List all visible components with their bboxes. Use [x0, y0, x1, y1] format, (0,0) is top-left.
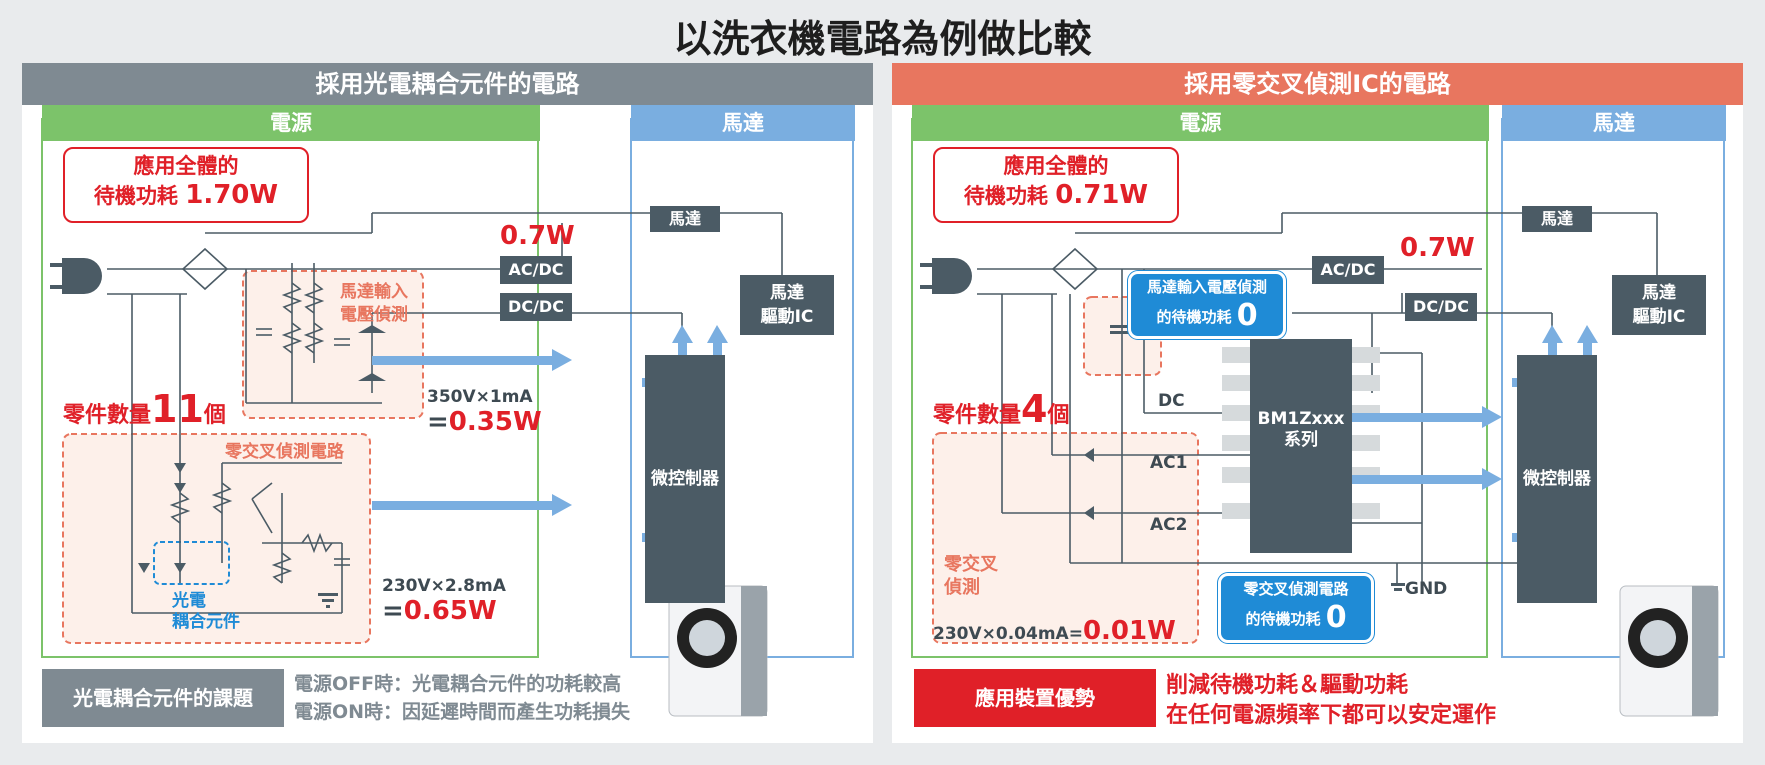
- ac1-pin-label: AC1: [1150, 453, 1188, 473]
- calc1-line1: 350V×1mA: [427, 387, 533, 407]
- parts-prefix: 零件數量: [63, 403, 152, 428]
- standby-value: 1.70W: [185, 180, 279, 211]
- dcdc-box: DC/DC: [1405, 293, 1477, 321]
- acdc-box: AC/DC: [500, 256, 572, 284]
- diode-icon: [358, 373, 386, 381]
- bubble1-line2: 的待機功耗: [1156, 307, 1232, 326]
- mcu-block: 微控制器: [645, 355, 725, 603]
- washing-machine-icon: [668, 585, 768, 717]
- power-07w: 0.7W: [1400, 233, 1475, 263]
- acdc-box: AC/DC: [1312, 256, 1384, 284]
- optocoupler-circuit-panel: 採用光電耦合元件的電路: [22, 63, 873, 743]
- merit-line2: 在任何電源頻率下都可以安定運作: [1166, 703, 1497, 728]
- motor-section-label: 馬達: [631, 105, 855, 141]
- motor-detect-region: [242, 270, 424, 419]
- dcdc-box: DC/DC: [500, 293, 572, 321]
- plug-icon: [62, 258, 102, 294]
- bm1z-ic-block: BM1Zxxx 系列: [1250, 339, 1352, 553]
- standby-line2-prefix: 待機功耗: [963, 184, 1048, 209]
- parts-count-label: 零件數量11個: [63, 387, 226, 431]
- diode-icon: [358, 325, 386, 333]
- calc-prefix: 230V×0.04mA=: [933, 624, 1083, 644]
- plug-icon: [932, 258, 972, 294]
- parts-count: 11: [151, 387, 204, 431]
- bubble2-line2: 的待機功耗: [1245, 609, 1321, 628]
- calc2-line1: 230V×2.8mA: [382, 576, 506, 596]
- bubble1-zero: 0: [1236, 297, 1258, 333]
- calc2-value: 0.65W: [403, 596, 497, 626]
- optocoupler-schematic: [41, 118, 854, 717]
- bubble2-line1: 零交叉偵測電路: [1243, 580, 1349, 598]
- power-section-label: 電源: [912, 105, 1489, 141]
- parts-suffix: 個: [1047, 403, 1070, 428]
- parts-suffix: 個: [203, 403, 226, 428]
- bubble2-zero: 0: [1325, 599, 1347, 635]
- parts-count: 4: [1021, 387, 1048, 431]
- dc-pin-label: DC: [1158, 391, 1185, 411]
- merit-label: 應用裝置優勢: [914, 669, 1156, 727]
- diode-icon: [1084, 506, 1094, 520]
- panel-header: 採用零交叉偵測IC的電路: [892, 63, 1743, 105]
- resistors: [169, 282, 350, 584]
- zero-cross-region: [62, 433, 371, 644]
- issue-label: 光電耦合元件的課題: [42, 669, 284, 727]
- arrow-right-icon: [1482, 468, 1502, 490]
- parts-count-label: 零件數量4個: [933, 387, 1069, 431]
- calc1-value: 0.35W: [448, 407, 542, 437]
- mcu-block: 微控制器: [1517, 355, 1597, 603]
- standby-value: 0.71W: [1055, 180, 1149, 211]
- motor-detect-standby-bubble: 馬達輸入電壓偵測 的待機功耗 0: [1128, 271, 1286, 339]
- components: [50, 258, 386, 608]
- standby-line1: 應用全體的: [133, 154, 239, 178]
- arrow-up-icon: [1542, 325, 1563, 343]
- merit-line1: 削減待機功耗＆驅動功耗: [1166, 673, 1409, 698]
- zero-cross-label: 零交叉 偵測: [944, 554, 998, 598]
- zero-cross-standby-bubble: 零交叉偵測電路 的待機功耗 0: [1218, 573, 1374, 643]
- ac2-pin-label: AC2: [1150, 515, 1188, 535]
- standby-line2-prefix: 待機功耗: [93, 184, 178, 209]
- motor-detect-label: 馬達輸入 電壓偵測: [340, 282, 408, 325]
- parts-prefix: 零件數量: [933, 403, 1022, 428]
- components: [920, 258, 1405, 591]
- panel-header: 採用光電耦合元件的電路: [22, 63, 873, 105]
- standby-power-box: 應用全體的 待機功耗 1.70W: [63, 147, 309, 223]
- arrow-right-icon: [552, 349, 572, 371]
- diode-icon: [174, 483, 186, 493]
- arrow-up-icon: [707, 325, 728, 343]
- motor-small-label: 馬達: [1522, 206, 1592, 232]
- calc2-eq: =: [382, 596, 404, 626]
- diode-icon: [138, 563, 150, 573]
- washing-machine-icon: [1619, 585, 1719, 717]
- zero-cross-label: 零交叉偵測電路: [225, 442, 344, 462]
- zero-cross-ic-circuit-panel: 採用零交叉偵測IC的電路: [892, 63, 1743, 743]
- motor-section-label: 馬達: [1502, 105, 1726, 141]
- page-title: 以洗衣機電路為例做比較: [673, 17, 1092, 61]
- standby-line1: 應用全體的: [1003, 154, 1109, 178]
- arrow-right-icon: [1482, 406, 1502, 428]
- led-icon: [174, 563, 186, 573]
- arrow-right-icon: [552, 494, 572, 516]
- gnd-label: GND: [1405, 579, 1448, 599]
- motor-small-label: 馬達: [650, 206, 720, 232]
- arrow-up-icon: [1577, 325, 1598, 343]
- calc1-eq: =: [427, 407, 449, 437]
- arrow-up-icon: [672, 325, 693, 343]
- diode-icon: [174, 463, 186, 473]
- issue-line2: 電源ON時：因延遲時間而產生功耗損失: [294, 701, 631, 723]
- bubble1-line1: 馬達輸入電壓偵測: [1146, 278, 1267, 296]
- zero-cross-region: [932, 432, 1199, 644]
- photocoupler-label: 光電 耦合元件: [172, 591, 240, 632]
- standby-power-box: 應用全體的 待機功耗 0.71W: [933, 147, 1179, 223]
- diode-icon: [1084, 448, 1094, 462]
- motor-driver-ic: 馬達 驅動IC: [1612, 275, 1706, 335]
- power-section-label: 電源: [42, 105, 540, 141]
- power-07w: 0.7W: [500, 221, 575, 251]
- issue-line1: 電源OFF時：光電耦合元件的功耗較高: [294, 673, 622, 695]
- motor-driver-ic: 馬達 驅動IC: [740, 275, 834, 335]
- calc-value: 0.01W: [1082, 616, 1176, 646]
